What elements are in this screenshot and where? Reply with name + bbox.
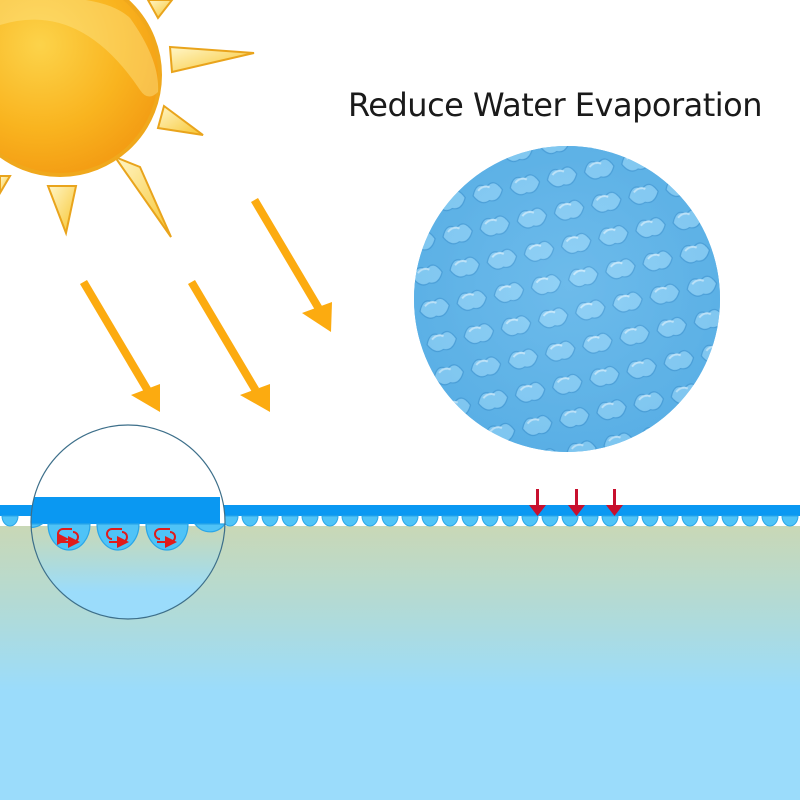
sunlight-arrows [80,198,332,412]
sunlight-arrow [251,198,332,332]
cover-bubbles [1,515,799,527]
down-arrow [529,489,546,516]
sunlight-arrow [188,280,270,412]
sunlight-arrow [80,280,160,412]
cycle-arrows-icon [56,528,80,548]
down-arrow [606,489,623,516]
down-arrow [568,489,585,516]
convection-icons [56,528,177,548]
headline: Reduce Water Evaporation [348,86,763,124]
sun-icon [0,0,255,238]
pressure-arrows [529,489,623,516]
cycle-arrows-icon [106,528,129,548]
solar-cover-sheet [0,505,800,516]
cycle-arrows-icon [154,528,177,548]
bubble-cover-texture [414,146,720,452]
